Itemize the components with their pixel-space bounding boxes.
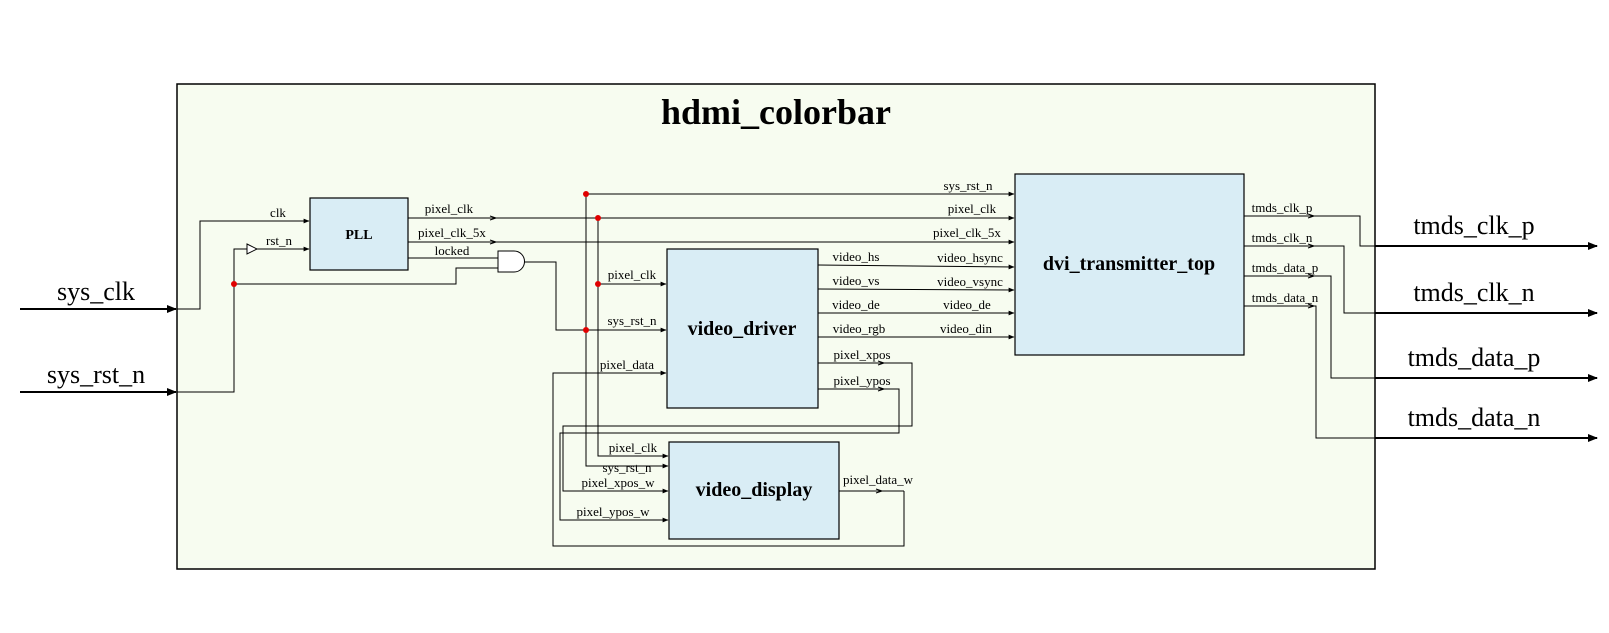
top-module-title: hdmi_colorbar bbox=[661, 92, 891, 132]
wire-and-out bbox=[524, 261, 667, 333]
label-disp-pixel-clk: pixel_clk bbox=[609, 440, 658, 455]
svg-text:pixel_data: pixel_data bbox=[600, 357, 654, 372]
svg-text:tmds_clk_p: tmds_clk_p bbox=[1413, 211, 1534, 240]
svg-text:pixel_clk: pixel_clk bbox=[425, 201, 474, 216]
svg-text:video_vsync: video_vsync bbox=[937, 274, 1003, 289]
svg-text:pixel_xpos: pixel_xpos bbox=[833, 347, 890, 362]
wire-pll-pixel-clk: pixel_clk pixel_clk bbox=[408, 201, 1015, 221]
svg-text:video_rgb: video_rgb bbox=[833, 321, 885, 336]
svg-text:tmds_data_p: tmds_data_p bbox=[1408, 343, 1541, 372]
wire-clk: clk bbox=[177, 205, 310, 310]
wire-pixel-ypos: pixel_ypos pixel_ypos_w bbox=[559, 373, 900, 523]
dvi-transmitter-block: dvi_transmitter_top bbox=[1014, 173, 1245, 356]
svg-text:rst_n: rst_n bbox=[266, 233, 293, 248]
svg-text:video_hs: video_hs bbox=[833, 249, 880, 264]
output-tmds-data-n: tmds_data_n bbox=[1375, 403, 1598, 442]
junction-dot bbox=[583, 191, 589, 197]
svg-text:video_din: video_din bbox=[940, 321, 992, 336]
wire-tmds-clk-p: tmds_clk_p bbox=[1244, 200, 1375, 247]
input-sys-rst-n: sys_rst_n bbox=[20, 360, 177, 396]
junction-dot bbox=[583, 327, 589, 333]
svg-text:pixel_ypos: pixel_ypos bbox=[833, 373, 890, 388]
svg-text:pixel_clk: pixel_clk bbox=[608, 267, 657, 282]
svg-text:pixel_data_w: pixel_data_w bbox=[843, 472, 914, 487]
junction-dot bbox=[595, 281, 601, 287]
wire-tmds-data-n: tmds_data_n bbox=[1244, 290, 1375, 439]
wire-pll-locked: locked bbox=[408, 243, 498, 259]
wire-pixel-data: pixel_data pixel_data_w bbox=[552, 357, 914, 547]
wire-pixel-clk-bus bbox=[597, 218, 669, 459]
input-sys-clk: sys_clk bbox=[20, 277, 177, 313]
svg-text:tmds_clk_p: tmds_clk_p bbox=[1252, 200, 1313, 215]
output-tmds-clk-n: tmds_clk_n bbox=[1375, 278, 1598, 317]
svg-text:pixel_clk_5x: pixel_clk_5x bbox=[933, 225, 1001, 240]
wire-vd-pixel-clk: pixel_clk bbox=[598, 267, 667, 287]
svg-text:video_vs: video_vs bbox=[833, 273, 880, 288]
svg-text:pixel_clk: pixel_clk bbox=[948, 201, 997, 216]
output-tmds-data-p: tmds_data_p bbox=[1375, 343, 1598, 382]
svg-text:tmds_data_n: tmds_data_n bbox=[1408, 403, 1541, 432]
wire-video-vs: video_vs video_vsync bbox=[817, 273, 1015, 293]
svg-text:pixel_ypos_w: pixel_ypos_w bbox=[577, 504, 651, 519]
svg-text:video_de: video_de bbox=[943, 297, 991, 312]
and-gate-icon bbox=[497, 250, 525, 273]
svg-text:dvi_transmitter_top: dvi_transmitter_top bbox=[1043, 253, 1215, 275]
wire-tmds-clk-n: tmds_clk_n bbox=[1244, 230, 1375, 314]
video-display-block: video_display bbox=[668, 441, 840, 540]
pll-block: PLL bbox=[309, 197, 409, 271]
svg-text:sys_rst_n: sys_rst_n bbox=[47, 360, 145, 389]
svg-text:clk: clk bbox=[270, 205, 286, 220]
svg-text:PLL: PLL bbox=[345, 228, 372, 243]
wire-dvi-sys-rst-n: sys_rst_n bbox=[586, 178, 1015, 197]
svg-text:sys_clk: sys_clk bbox=[57, 277, 135, 306]
svg-text:video_de: video_de bbox=[832, 297, 880, 312]
svg-text:tmds_clk_n: tmds_clk_n bbox=[1252, 230, 1313, 245]
output-tmds-clk-p: tmds_clk_p bbox=[1375, 211, 1598, 250]
junction-dot bbox=[231, 281, 237, 287]
svg-text:locked: locked bbox=[435, 243, 470, 258]
junction-dot bbox=[595, 215, 601, 221]
svg-text:tmds_data_p: tmds_data_p bbox=[1252, 260, 1318, 275]
wire-video-rgb: video_rgb video_din bbox=[818, 321, 1015, 340]
svg-text:tmds_data_n: tmds_data_n bbox=[1252, 290, 1319, 305]
svg-text:video_display: video_display bbox=[696, 479, 813, 501]
svg-text:pixel_clk_5x: pixel_clk_5x bbox=[418, 225, 486, 240]
wire-rst-n: rst_n bbox=[177, 233, 310, 393]
svg-text:video_hsync: video_hsync bbox=[937, 250, 1003, 265]
wire-sys-rst-n-bus bbox=[585, 194, 669, 469]
wire-video-de: video_de video_de bbox=[818, 297, 1015, 316]
svg-text:sys_rst_n: sys_rst_n bbox=[943, 178, 993, 193]
label-vd-sys-rst-n: sys_rst_n bbox=[607, 313, 657, 328]
wire-pixel-xpos: pixel_xpos pixel_xpos_w bbox=[562, 347, 913, 494]
wire-tmds-data-p: tmds_data_p bbox=[1244, 260, 1375, 379]
video-driver-block: video_driver bbox=[666, 248, 819, 409]
wire-rst-to-and bbox=[234, 267, 498, 285]
svg-text:tmds_clk_n: tmds_clk_n bbox=[1413, 278, 1534, 307]
svg-text:pixel_xpos_w: pixel_xpos_w bbox=[582, 475, 656, 490]
label-disp-sys-rst-n: sys_rst_n bbox=[602, 460, 652, 475]
wire-video-hs: video_hs video_hsync bbox=[817, 249, 1015, 270]
svg-text:video_driver: video_driver bbox=[688, 318, 797, 340]
wire-pll-pixel-clk-5x: pixel_clk_5x pixel_clk_5x bbox=[408, 225, 1015, 245]
